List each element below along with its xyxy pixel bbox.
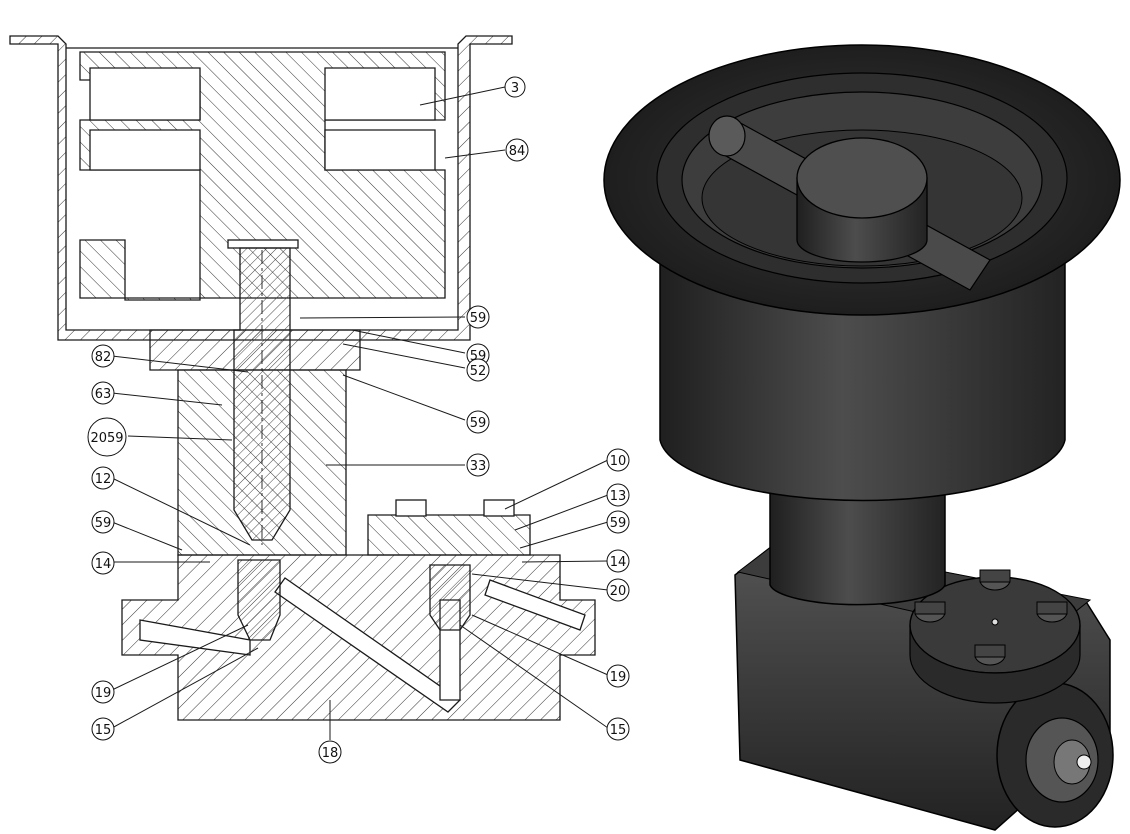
callout-10: 10 (606, 448, 630, 472)
bolts-3d (914, 569, 1068, 666)
callout-label: 52 (470, 364, 487, 379)
callout-18: 18 (318, 740, 342, 764)
callout-label: 20 (610, 584, 627, 599)
callout-label: 15 (610, 723, 627, 738)
bolt-left (395, 499, 427, 517)
callout-14-b: 14 (606, 549, 630, 573)
passage-left (139, 619, 251, 656)
center-pillar-top (796, 137, 928, 219)
callout-14-a: 14 (91, 551, 115, 575)
callout-label: 59 (470, 311, 487, 326)
callout-label: 13 (610, 489, 627, 504)
callout-59-d: 59 (91, 510, 115, 534)
cover-plate-side (909, 624, 1081, 704)
callout-33: 33 (466, 453, 490, 477)
piston-center-right (324, 67, 436, 121)
callout-label: 2059 (90, 431, 123, 446)
callout-label: 19 (610, 670, 627, 685)
right-cover (367, 514, 531, 556)
leader-lines (111, 86, 609, 740)
callout-59-c: 59 (466, 410, 490, 434)
callout-label: 59 (95, 516, 112, 531)
stem-head (227, 239, 299, 249)
cavity-right (324, 129, 436, 171)
end-port-hole (1076, 754, 1092, 770)
callout-label: 84 (509, 144, 526, 159)
cup-housing (9, 35, 513, 341)
callout-label: 3 (511, 81, 519, 96)
bolt-right (483, 499, 515, 517)
callout-label: 63 (95, 387, 112, 402)
check-valve-right (429, 564, 471, 631)
callout-label: 82 (95, 350, 112, 365)
callout-20: 20 (606, 578, 630, 602)
callout-label: 59 (610, 516, 627, 531)
callout-3: 3 (504, 76, 526, 98)
callout-59-a: 59 (466, 305, 490, 329)
isometric-view (603, 44, 1121, 831)
callout-label: 59 (470, 416, 487, 431)
cavity-left (89, 129, 201, 171)
callout-2059: 2059 (87, 417, 127, 457)
passage-right-port (484, 579, 586, 631)
callout-label: 12 (95, 472, 112, 487)
callout-19-a: 19 (91, 680, 115, 704)
callout-84: 84 (505, 138, 529, 162)
callout-label: 19 (95, 686, 112, 701)
callout-label: 15 (95, 723, 112, 738)
callout-label: 14 (610, 555, 627, 570)
callout-label: 33 (470, 459, 487, 474)
check-valve-left (237, 559, 281, 641)
callout-15-a: 15 (91, 717, 115, 741)
callout-13: 13 (606, 483, 630, 507)
callout-19-b: 19 (606, 664, 630, 688)
callout-label: 10 (610, 454, 627, 469)
section-view (9, 35, 596, 721)
cross-bar-end (708, 115, 746, 157)
callout-label: 14 (95, 557, 112, 572)
callout-label: 18 (322, 746, 339, 761)
callout-12: 12 (91, 466, 115, 490)
callout-63: 63 (91, 381, 115, 405)
callouts: 3 84 59 59 82 52 63 59 2059 33 12 10 13 … (87, 76, 630, 764)
callout-59-e: 59 (606, 510, 630, 534)
callout-82: 82 (91, 344, 115, 368)
callout-52: 52 (466, 358, 490, 382)
piston-center (89, 67, 201, 121)
callout-15-b: 15 (606, 717, 630, 741)
